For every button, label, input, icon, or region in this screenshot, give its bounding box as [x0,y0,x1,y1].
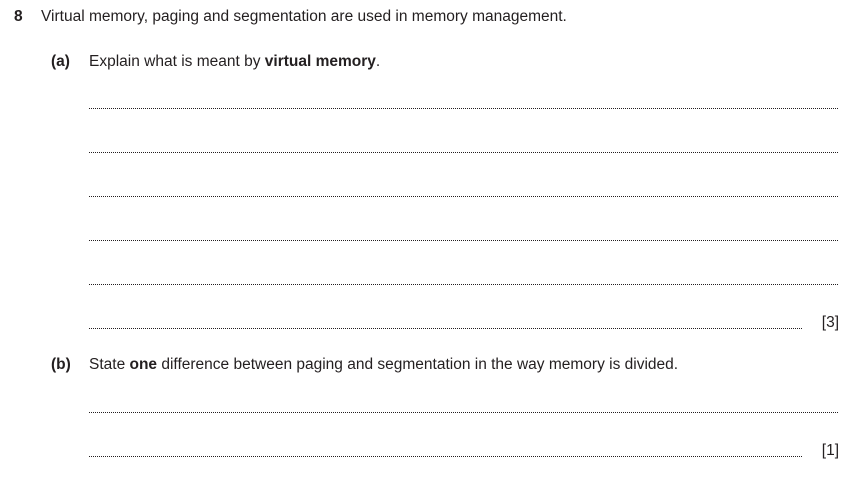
part-a-text-before: Explain what is meant by [89,53,265,70]
question-stem: Virtual memory, paging and segmentation … [41,8,567,25]
part-a-answer-line-3[interactable] [89,196,838,197]
part-b-text-after: difference between paging and segmentati… [157,356,679,373]
part-a-keyword: virtual memory [264,53,376,70]
part-a-answer-line-6[interactable] [89,328,802,329]
part-b-prompt: State one difference between paging and … [89,356,678,374]
part-a-marks: [3] [821,314,839,331]
part-a-text-after: . [375,53,381,70]
part-b-text-before: State [89,356,130,373]
part-a-label: (a) [51,53,70,70]
part-a-prompt: Explain what is meant by virtual memory. [89,53,380,71]
part-a-answer-line-1[interactable] [89,108,838,109]
part-a-answer-line-4[interactable] [89,240,838,241]
part-b-keyword: one [129,356,158,373]
part-b-answer-line-1[interactable] [89,412,838,413]
part-a-answer-line-2[interactable] [89,152,838,153]
part-b-label: (b) [51,356,71,373]
part-b-answer-line-2[interactable] [89,456,802,457]
part-a-answer-line-5[interactable] [89,284,838,285]
question-number: 8 [14,8,23,25]
part-b-marks: [1] [821,442,839,459]
